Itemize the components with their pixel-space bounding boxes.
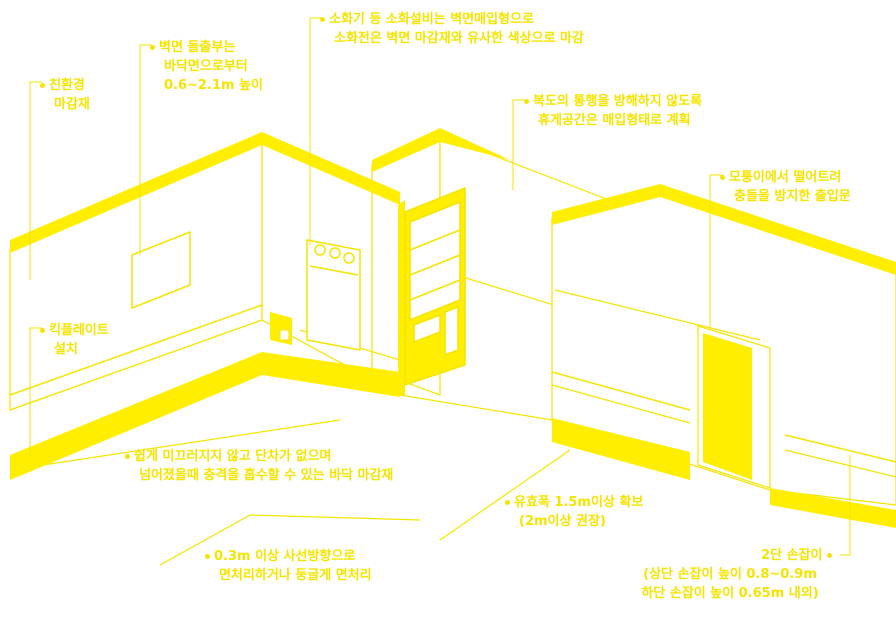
kick-plate-right [552, 418, 690, 480]
leader-handrail [840, 455, 851, 556]
back-rail-2 [554, 289, 761, 341]
floor-edge [9, 419, 341, 471]
kick-plate-left [10, 352, 262, 480]
label-width: 유효폭 1.5m이상 확보 (2m이상 권장) [505, 493, 643, 531]
wall-top-band-left [10, 132, 262, 253]
wall-panel [131, 230, 191, 310]
label-floor-finish: 쉽게 미끄러지지 않고 단차가 없으며 넘어졌을때 충격을 흡수할 수 있는 바… [125, 447, 393, 485]
fire-extinguisher [270, 312, 292, 345]
chamfer-guide [159, 514, 251, 566]
label-handrail: 2단 손잡이 (상단 손잡이 높이 0.8~0.9m 하단 손잡이 높이 0.6… [612, 546, 848, 603]
wall-top-band-recess [372, 128, 510, 172]
label-eco-finish: 친환경 마감재 [40, 76, 90, 114]
vending-machine [404, 186, 466, 387]
column-side [398, 200, 405, 395]
fire-hydrant-cabinet [306, 239, 361, 351]
label-door: 모퉁이에서 떨어트려 충돌을 방지한 출입문 [720, 168, 851, 206]
chamfer-guide-2 [249, 514, 421, 521]
leader-eco [29, 81, 42, 280]
kick-plate-far [770, 488, 896, 528]
handrail-right-lower [551, 384, 691, 424]
handrail-left-lower [9, 319, 263, 411]
leader-rest [512, 99, 525, 190]
floor-edge-2 [399, 394, 553, 421]
width-guide [439, 449, 571, 541]
leader-fire [309, 17, 322, 245]
wall-top-band-mid [262, 132, 400, 205]
door-opening [703, 333, 752, 480]
label-chamfer: 0.3m 이상 사선방향으로 면처리하거나 둥글게 면처리 [205, 547, 372, 585]
leader-kick [29, 327, 42, 458]
label-fire-equipment: 소화기 등 소화설비는 벽면매입형으로 소화전은 벽면 마감재와 유사한 색상으… [320, 10, 584, 48]
kick-plate-mid [262, 352, 400, 397]
label-kick-plate: 킥플레이트 설치 [40, 321, 109, 359]
label-wall-protrusion: 벽면 돌출부는 바닥면으로부터 0.6~2.1m 높이 [150, 38, 263, 95]
handrail-left-upper [9, 304, 263, 396]
handrail-far-lower [784, 449, 896, 478]
label-rest-space: 복도의 통행을 방해하지 않도록 휴게공간은 매입형태로 계획 [524, 92, 702, 130]
leader-door [709, 174, 722, 330]
door-frame [697, 325, 771, 489]
leader-protrusion [139, 44, 152, 255]
handrail-far-upper [784, 434, 896, 463]
handrail-right-upper [551, 371, 691, 411]
